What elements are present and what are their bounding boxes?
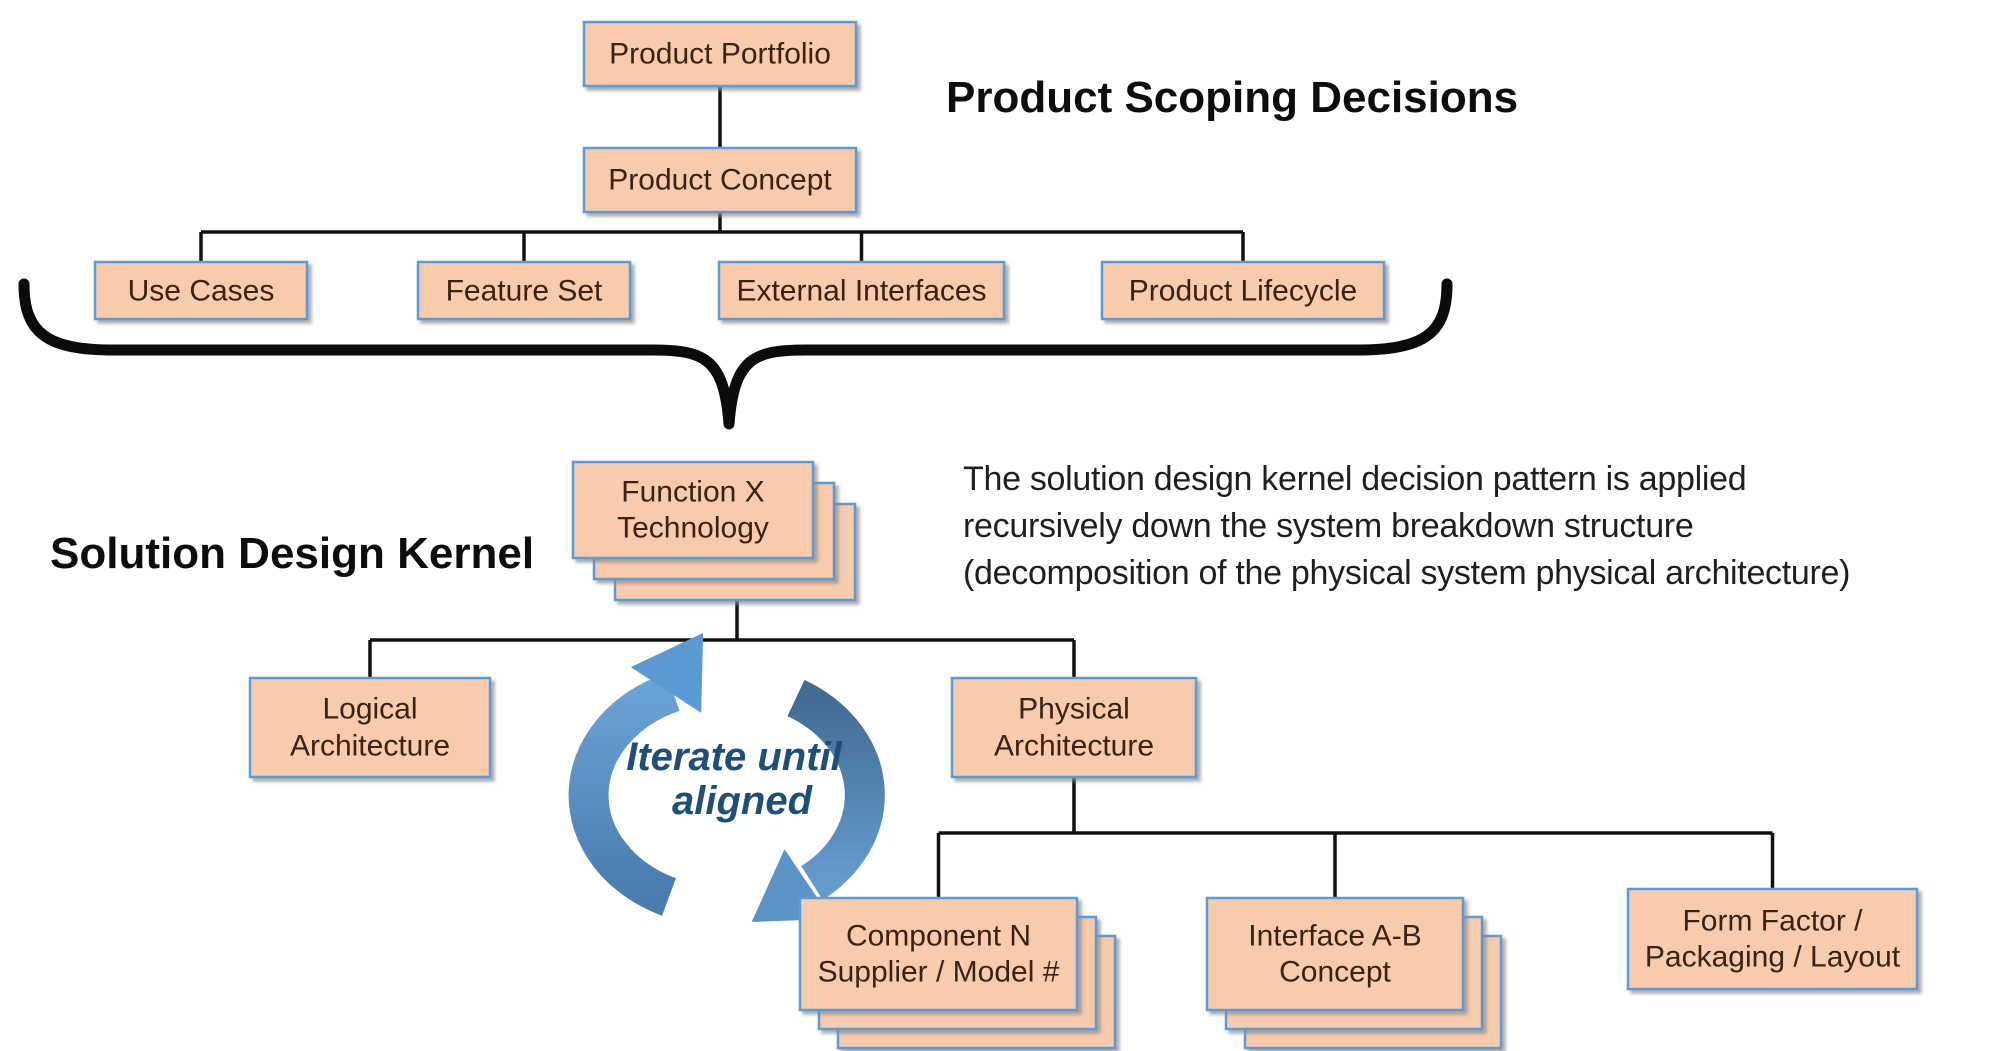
- brace: [18, 278, 1453, 430]
- annotation-line-3: (decomposition of the physical system ph…: [963, 554, 1850, 592]
- node-box: [571, 460, 815, 560]
- node-logical-architecture: Logical Architecture: [248, 676, 492, 779]
- section-title-product-scoping: Product Scoping Decisions: [946, 73, 1518, 122]
- node-label-line-1: Component N: [846, 920, 1031, 953]
- node-box: [798, 896, 1079, 1012]
- annotation-line-1: The solution design kernel decision patt…: [963, 460, 1746, 498]
- node-product-portfolio: Product Portfolio: [582, 20, 858, 88]
- node-label: Product Concept: [608, 164, 832, 197]
- node-box: [1205, 896, 1465, 1012]
- node-label-line-2: Supplier / Model #: [818, 956, 1060, 989]
- cycle-arrow-left-arc: [568, 673, 680, 916]
- node-box: [416, 260, 632, 321]
- node-label: Product Portfolio: [609, 38, 831, 71]
- annotation-line-2: recursively down the system breakdown st…: [963, 507, 1693, 545]
- node-label-line-1: Logical: [322, 693, 417, 726]
- node-label: External Interfaces: [736, 275, 986, 308]
- section-title-solution-design-kernel: Solution Design Kernel: [50, 529, 534, 578]
- cycle-label-line-2: aligned: [672, 779, 814, 823]
- node-box: [93, 260, 309, 321]
- node-feature-set: Feature Set: [416, 260, 632, 321]
- node-label-line-1: Interface A-B: [1248, 920, 1421, 953]
- node-label-line-2: Architecture: [290, 730, 450, 763]
- node-box: [950, 676, 1198, 779]
- annotation-text: The solution design kernel decision patt…: [963, 460, 1850, 592]
- node-label: Feature Set: [446, 275, 603, 308]
- cycle-label-line-1: Iterate until: [626, 735, 842, 779]
- node-box: [717, 260, 1006, 321]
- cycle-arrow-right-arc: [787, 679, 885, 900]
- node-box: [1100, 260, 1386, 321]
- node-label-line-2: Concept: [1279, 956, 1391, 989]
- node-label-line-1: Function X: [621, 476, 764, 509]
- cycle-arrow-left-head-icon: [630, 632, 704, 713]
- node-external-interfaces: External Interfaces: [717, 260, 1006, 321]
- node-product-lifecycle: Product Lifecycle: [1100, 260, 1386, 321]
- node-label-line-2: Technology: [617, 512, 769, 545]
- node-product-concept: Product Concept: [582, 146, 858, 214]
- node-interface-ab: Interface A-B Concept: [1205, 896, 1503, 1050]
- node-box: [582, 146, 858, 214]
- node-box: [582, 20, 858, 88]
- node-label: Product Lifecycle: [1129, 275, 1357, 308]
- node-label-line-2: Architecture: [994, 730, 1154, 763]
- node-use-cases: Use Cases: [93, 260, 309, 321]
- iterate-cycle-icon: Iterate until aligned: [568, 632, 885, 923]
- node-function-x-technology: Function X Technology: [571, 460, 857, 602]
- node-label-line-2: Packaging / Layout: [1645, 941, 1901, 974]
- node-box: [1626, 887, 1919, 991]
- node-component-n: Component N Supplier / Model #: [798, 896, 1117, 1050]
- node-label-line-1: Physical: [1018, 693, 1130, 726]
- node-label: Use Cases: [128, 275, 275, 308]
- node-label-line-1: Form Factor /: [1682, 905, 1863, 938]
- node-physical-architecture: Physical Architecture: [950, 676, 1198, 779]
- node-form-factor: Form Factor / Packaging / Layout: [1626, 887, 1919, 991]
- node-box: [248, 676, 492, 779]
